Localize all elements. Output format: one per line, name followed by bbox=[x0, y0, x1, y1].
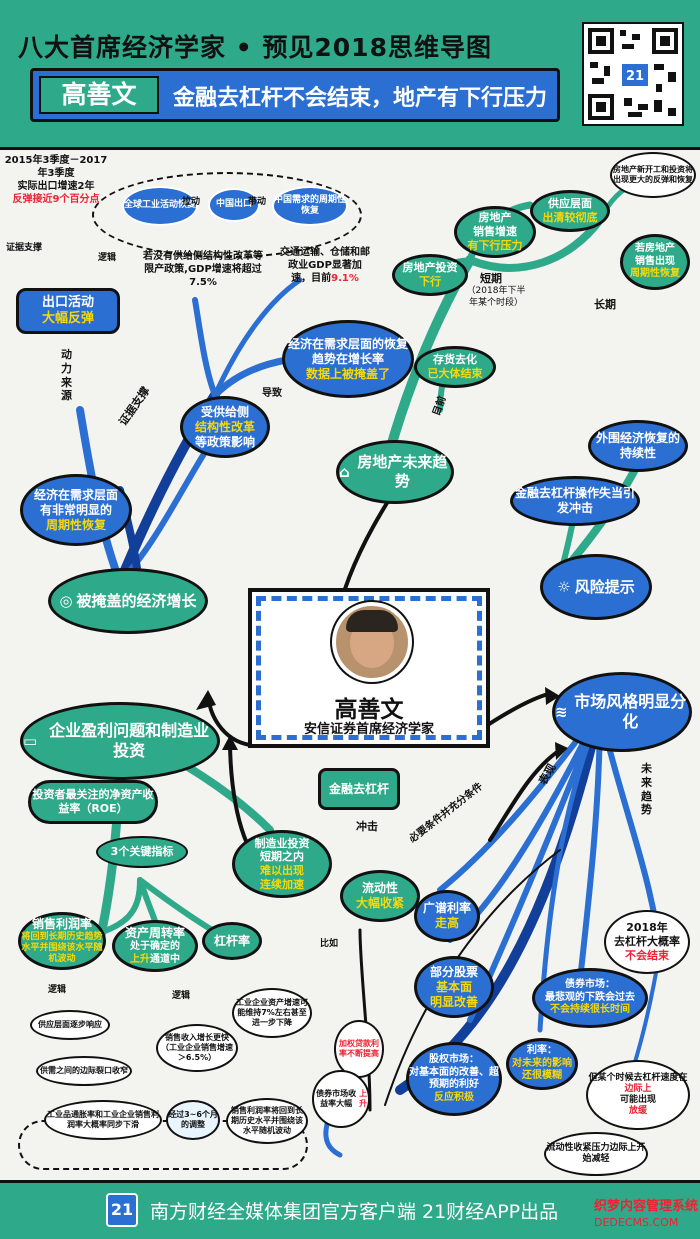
node-risk-external[interactable]: 外围经济恢复的持续性 bbox=[588, 420, 688, 472]
node-supply-cleared[interactable]: 供应层面 出清较彻底 bbox=[530, 190, 610, 232]
label-logic-turnover: 逻辑 bbox=[172, 991, 191, 1001]
main-title: 八大首席经济学家 • 预见2018思维导图 bbox=[18, 33, 492, 62]
node-leverage-ratio[interactable]: 杠杆率 bbox=[202, 922, 262, 960]
node-supply-reform[interactable]: 受供给侧 结构性改革 等政策影响 bbox=[180, 396, 270, 458]
node-pressure-ease[interactable]: 流动性收紧压力边际上开始减轻 bbox=[544, 1132, 648, 1176]
node-financial-deleverage[interactable]: 金融去杠杆 bbox=[318, 768, 400, 810]
node-bond-yield[interactable]: 债券市场收益率大幅上升 bbox=[312, 1070, 370, 1128]
label-long-term: 长期 bbox=[594, 298, 616, 311]
node-export[interactable]: 出口活动 大幅反弹 bbox=[16, 288, 120, 334]
branch-transport bbox=[212, 277, 303, 398]
node-hidden-growth[interactable]: ◎ 被掩盖的经济增长 bbox=[48, 568, 208, 634]
export-data-note: 2015年3季度－2017年3季度 实际出口增速2年 反弹接近9个百分点 bbox=[4, 155, 108, 205]
node-profit-manufacturing[interactable]: ▭ 企业盈利问题和制造业投资 bbox=[20, 702, 220, 780]
node-market-divergence[interactable]: ≋ 市场风格明显分化 bbox=[552, 672, 692, 752]
watermark: 织梦内容管理系统 bbox=[594, 1199, 699, 1214]
node-demand-hidden[interactable]: 经济在需求层面的恢复趋势在增长率 数据上被掩盖了 bbox=[282, 320, 414, 398]
short-term-note: （2018年下半年某个时段） bbox=[466, 286, 526, 308]
footer-text: 南方财经全媒体集团官方客户端 21财经APP出品 bbox=[150, 1201, 559, 1223]
arrowhead-risk bbox=[545, 687, 560, 705]
node-risk-deleverage[interactable]: 金融去杠杆操作失当引发冲击 bbox=[510, 476, 640, 526]
label-compare: 比如 bbox=[320, 939, 339, 949]
node-property-sales[interactable]: 房地产 销售增速 有下行压力 bbox=[454, 206, 536, 258]
banner-economist-name: 高善文 bbox=[39, 76, 159, 114]
economist-avatar bbox=[332, 602, 412, 682]
coin-stack-icon: ◎ bbox=[59, 591, 73, 610]
node-loan-rate[interactable]: 加权贷款利率不断提高 bbox=[334, 1020, 384, 1078]
node-equity-market[interactable]: 股权市场： 对基本面的改善、超预期的利好 反应积极 bbox=[406, 1042, 502, 1116]
node-mfg-invest[interactable]: 制造业投资 短期之内 难以出现 连续加速 bbox=[232, 830, 332, 898]
label-impact: 冲击 bbox=[356, 820, 378, 833]
node-asset-turnover[interactable]: 资产周转率 处于确定的 上升通道中 bbox=[112, 920, 198, 972]
center-name: 高善文 bbox=[334, 697, 404, 723]
arrowhead-profit bbox=[222, 735, 238, 750]
qr-code[interactable]: 21 bbox=[582, 22, 684, 126]
gdp-note: 若没有供给侧结构性改革等限产政策,GDP增速将超过7.5% bbox=[143, 251, 263, 288]
node-china-export[interactable]: 中国出口 bbox=[208, 188, 260, 222]
arrow-profit bbox=[228, 738, 252, 852]
node-liquidity[interactable]: 流动性 大幅收紧 bbox=[340, 870, 420, 922]
watermark-url: DEDECMS.COM bbox=[594, 1216, 679, 1229]
qr-logo-badge: 21 bbox=[620, 62, 650, 88]
node-property-investment[interactable]: 房地产投资 下行 bbox=[392, 254, 468, 296]
node-adjust-period[interactable]: 经过3~6个月的调整 bbox=[166, 1100, 220, 1140]
label-pull: 拉动 bbox=[182, 197, 201, 207]
node-interest-rate[interactable]: 利率： 对未来的影响 还很模糊 bbox=[506, 1038, 578, 1090]
arrow-economy bbox=[208, 703, 252, 747]
stack-icon: ≋ bbox=[555, 702, 568, 721]
label-future-trend: 未来趋势 bbox=[641, 762, 652, 817]
node-global-industry[interactable]: 全球工业活动恢复 bbox=[122, 186, 198, 226]
node-risk[interactable]: ☼ 风险提示 bbox=[540, 554, 652, 620]
center-title: 安信证券首席经济学家 bbox=[303, 722, 434, 737]
label-logic-margin: 逻辑 bbox=[48, 985, 67, 995]
node-margin-return[interactable]: 销售利润率将回到长期历史水平并围绕该水平随机波动 bbox=[226, 1098, 308, 1144]
node-property-trend[interactable]: ⌂ 房地产未来趋势 bbox=[336, 440, 454, 504]
title-banner: 高善文 金融去杠杆不会结束，地产有下行压力 bbox=[30, 68, 560, 122]
transport-note: 交通运输、仓储和邮政业GDP显著加速，目前9.1% bbox=[280, 247, 370, 284]
center-economist-card[interactable]: 高善文 安信证券首席经济学家 bbox=[248, 588, 490, 748]
label-power-source: 动力来源 bbox=[61, 348, 72, 403]
node-revenue-growth[interactable]: 销售收入增长更快（工业企业销售增速＞6.5%） bbox=[156, 1024, 238, 1072]
node-supply-response[interactable]: 供应层面逐步响应 bbox=[30, 1010, 110, 1040]
node-bond-market[interactable]: 债券市场： 最悲观的下跌会过去 不会持续很长时间 bbox=[532, 968, 648, 1028]
dashed-ring-deduce bbox=[18, 1120, 308, 1170]
header: 八大首席经济学家 • 预见2018思维导图 高善文 金融去杠杆不会结束，地产有下… bbox=[0, 0, 700, 150]
label-logic-economy: 逻辑 bbox=[98, 253, 117, 263]
link-liquidity bbox=[358, 928, 372, 1112]
arrow-market bbox=[488, 748, 562, 842]
branch-gdp-note bbox=[192, 297, 218, 398]
app-logo-icon[interactable]: 21 bbox=[106, 1193, 138, 1227]
node-cyclical-recovery[interactable]: 经济在需求层面 有非常明显的 周期性恢复 bbox=[20, 474, 132, 546]
qr-pattern-icon bbox=[588, 28, 678, 120]
lightbulb-icon: ☼ bbox=[557, 577, 571, 596]
node-lever-slowdown[interactable]: 但某个时候去杠杆速度在 边际上 可能出现 放缓 bbox=[586, 1060, 690, 1130]
arrowhead-market bbox=[555, 742, 568, 760]
node-stock-improve[interactable]: 部分股票 基本面 明显改善 bbox=[414, 956, 494, 1018]
arrowhead-economy bbox=[196, 690, 216, 710]
label-lead: 导致 bbox=[262, 388, 282, 399]
node-broad-rate[interactable]: 广谱利率 走高 bbox=[414, 890, 480, 942]
node-sales-recover[interactable]: 若房地产 销售出现 周期性恢复 bbox=[620, 234, 690, 290]
node-2018-outlook[interactable]: 2018年 去杠杆大概率 不会结束 bbox=[604, 910, 690, 974]
node-china-demand[interactable]: 中国需求的周期性恢复 bbox=[272, 186, 348, 226]
cash-icon: ▭ bbox=[23, 731, 38, 750]
node-key-indicators[interactable]: 3个关键指标 bbox=[96, 836, 188, 868]
node-inflation-drop[interactable]: 工业品通胀率和工业企业销售利润率大概率同步下滑 bbox=[44, 1100, 162, 1140]
node-gap-narrow[interactable]: 供需之间的边际裂口收窄 bbox=[36, 1056, 132, 1086]
node-roe[interactable]: 投资者最关注的净资产收益率（ROE） bbox=[28, 780, 158, 824]
label-short-term: 短期 bbox=[480, 272, 502, 285]
node-destock[interactable]: 存货去化 已大体结束 bbox=[414, 346, 496, 388]
node-start-note[interactable]: 房地产新开工和投资将出现更大的反弹和恢复 bbox=[610, 152, 696, 198]
avatar-hair bbox=[346, 610, 398, 632]
label-evidence: 证据支撑 bbox=[6, 243, 43, 253]
branch-long bbox=[466, 216, 604, 272]
node-sales-margin[interactable]: 销售利润率 将回到长期历史趋势水平并围绕该水平随机波动 bbox=[18, 912, 106, 970]
label-drive: 带动 bbox=[248, 197, 267, 207]
footer: 21 南方财经全媒体集团官方客户端 21财经APP出品 bbox=[0, 1180, 700, 1239]
house-icon: ⌂ bbox=[339, 462, 350, 481]
dashed-ring-chain bbox=[92, 172, 362, 258]
banner-headline: 金融去杠杆不会结束，地产有下行压力 bbox=[173, 86, 548, 111]
node-asset-growth[interactable]: 工业企业资产增速可能维持7%左右甚至进一步下降 bbox=[232, 988, 312, 1038]
